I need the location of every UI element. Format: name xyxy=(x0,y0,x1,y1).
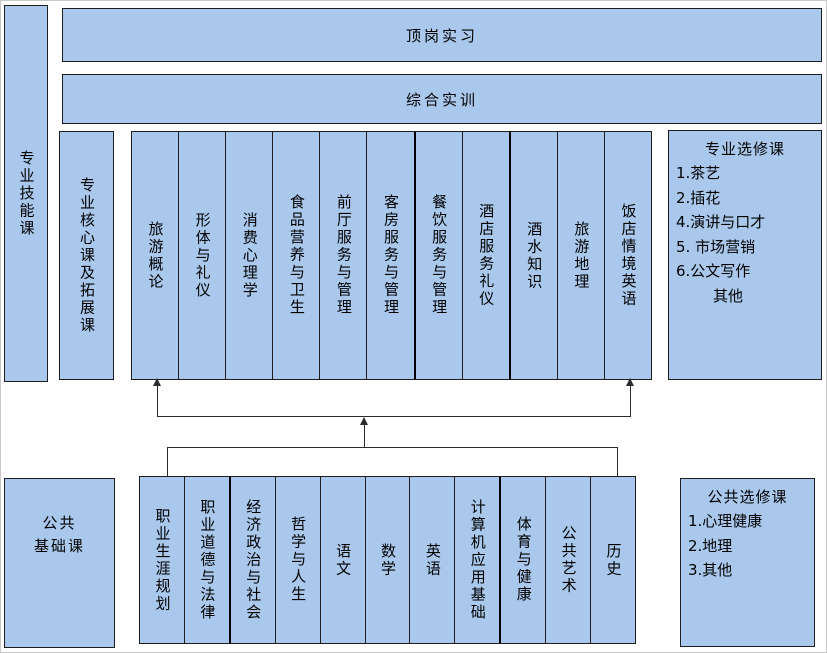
banner-internship-label: 顶岗实习 xyxy=(405,26,478,45)
course-label: 食品营养与卫生 xyxy=(287,194,306,317)
connector-lower-left-stem xyxy=(167,447,168,476)
arrow-up-right-icon xyxy=(626,378,634,386)
professional-course-column: 酒水知识 xyxy=(508,132,557,379)
elective-item: 其他 xyxy=(713,286,744,305)
elective-item: 2.地理 xyxy=(688,536,733,555)
course-label: 职业道德与法律 xyxy=(198,498,217,622)
professional-course-column: 客房服务与管理 xyxy=(366,132,414,379)
professional-course-column: 前厅服务与管理 xyxy=(319,132,367,379)
elective-item: 6.公文写作 xyxy=(676,262,751,280)
professional-course-column: 旅游概论 xyxy=(132,132,179,379)
connector-lower-right-stem xyxy=(617,447,618,476)
course-label: 酒水知识 xyxy=(525,220,544,291)
connector-upper-bracket-line xyxy=(157,416,631,417)
course-label: 旅游概论 xyxy=(146,220,165,291)
connector-lower-bracket-line xyxy=(167,447,618,448)
public-course-column: 公共艺术 xyxy=(545,477,591,643)
banner-comprehensive-training: 综合实训 xyxy=(62,74,822,124)
public-course-column: 英语 xyxy=(409,477,455,643)
course-label: 旅游地理 xyxy=(572,220,591,291)
course-label: 计算机应用基础 xyxy=(468,498,487,622)
professional-course-column: 酒店服务礼仪 xyxy=(461,132,509,379)
public-course-column: 职业道德与法律 xyxy=(183,477,229,643)
course-label: 哲学与人生 xyxy=(289,516,308,604)
elective-item: 3.其他 xyxy=(688,561,733,579)
course-label: 语文 xyxy=(334,542,353,578)
course-label: 体育与健康 xyxy=(514,516,533,604)
public-courses-row: 职业生涯规划 职业道德与法律 经济政治与社会 哲学与人生 语文 数学 英语 计算… xyxy=(139,476,636,644)
course-label: 公共艺术 xyxy=(559,525,578,595)
course-label: 酒店服务礼仪 xyxy=(477,203,496,308)
course-label: 前厅服务与管理 xyxy=(334,194,353,317)
course-label: 历史 xyxy=(604,542,623,578)
elective-item: 4.演讲与口才 xyxy=(676,213,766,231)
public-course-column: 计算机应用基础 xyxy=(454,477,500,643)
public-electives-title: 公共选修课 xyxy=(707,488,788,506)
professional-courses-row: 旅游概论 形体与礼仪 消费心理学 食品营养与卫生 前厅服务与管理 客房服务与管理… xyxy=(131,131,652,380)
banner-comprehensive-training-label: 综合实训 xyxy=(405,90,478,109)
panel-professional-electives: 专业选修课 1.茶艺 2.插花 4.演讲与口才 5. 市场营销 6.公文写作 其… xyxy=(668,130,822,380)
box-professional-skills-course: 专业技能课 xyxy=(4,5,48,382)
public-course-column: 经济政治与社会 xyxy=(228,477,275,643)
public-basic-label-line1: 公共 xyxy=(42,514,77,532)
course-label: 英语 xyxy=(423,542,442,578)
elective-item: 5. 市场营销 xyxy=(676,237,756,256)
course-label: 饭店情境英语 xyxy=(619,203,638,308)
connector-upper-right-stem xyxy=(630,385,631,417)
public-course-column: 历史 xyxy=(590,477,635,643)
connector-middle-stem xyxy=(364,424,365,447)
box-public-basic-courses: 公共 基础课 xyxy=(4,478,115,648)
arrow-up-middle-icon xyxy=(360,417,368,425)
public-basic-label-line2: 基础课 xyxy=(33,537,85,555)
professional-course-column: 旅游地理 xyxy=(556,132,604,379)
course-label: 形体与礼仪 xyxy=(193,211,212,300)
elective-item: 1.心理健康 xyxy=(688,512,763,530)
course-label: 消费心理学 xyxy=(240,211,259,300)
professional-course-column: 饭店情境英语 xyxy=(603,132,652,379)
public-course-column: 体育与健康 xyxy=(499,477,546,643)
course-label: 餐饮服务与管理 xyxy=(430,194,449,317)
elective-item: 1.茶艺 xyxy=(676,164,721,182)
professional-course-column: 食品营养与卫生 xyxy=(272,132,320,379)
public-course-column: 哲学与人生 xyxy=(274,477,320,643)
arrow-up-left-icon xyxy=(153,378,161,386)
course-label: 客房服务与管理 xyxy=(382,194,401,317)
professional-course-column: 消费心理学 xyxy=(225,132,273,379)
panel-public-electives: 公共选修课 1.心理健康 2.地理 3.其他 xyxy=(680,478,815,647)
connector-upper-left-stem xyxy=(157,385,158,417)
professional-electives-title: 专业选修课 xyxy=(704,140,785,158)
public-course-column: 职业生涯规划 xyxy=(140,477,184,643)
course-label: 数学 xyxy=(378,542,397,578)
professional-skills-label: 专业技能课 xyxy=(17,149,36,238)
professional-course-column: 餐饮服务与管理 xyxy=(413,132,462,379)
course-label: 经济政治与社会 xyxy=(244,498,263,622)
banner-internship: 顶岗实习 xyxy=(62,8,822,62)
public-course-column: 语文 xyxy=(319,477,365,643)
course-label: 职业生涯规划 xyxy=(153,507,172,613)
public-course-column: 数学 xyxy=(364,477,410,643)
professional-course-column: 形体与礼仪 xyxy=(178,132,226,379)
core-courses-label: 专业核心课及拓展课 xyxy=(78,176,96,335)
box-core-and-expansion-courses: 专业核心课及拓展课 xyxy=(59,131,114,380)
elective-item: 2.插花 xyxy=(676,188,721,207)
